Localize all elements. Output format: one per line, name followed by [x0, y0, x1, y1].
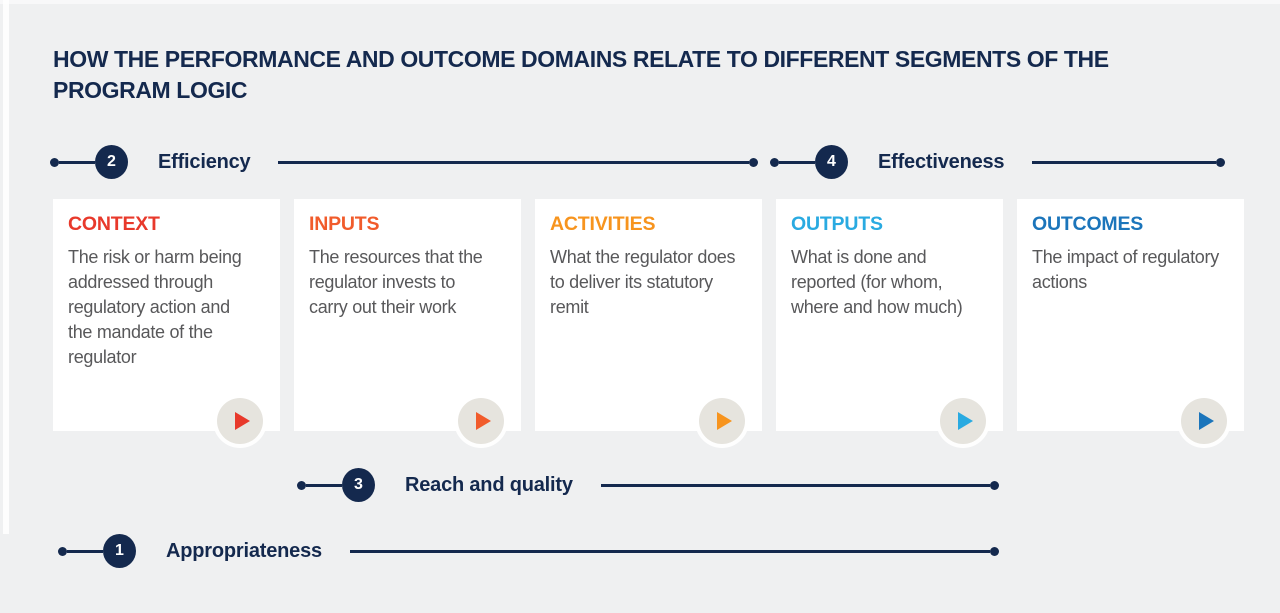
card-context: CONTEXT The risk or harm being addressed… — [53, 199, 280, 444]
play-icon — [234, 412, 250, 430]
page-edge-left — [3, 0, 9, 534]
number-badge-4: 4 — [815, 145, 848, 179]
track-label-appropriateness: Appropriateness — [166, 539, 322, 562]
play-button[interactable] — [217, 398, 263, 444]
track-start-dot — [297, 480, 306, 490]
card-body: The risk or harm being addressed through… — [68, 247, 242, 367]
number-badge-2: 2 — [95, 145, 128, 179]
card-inputs: INPUTS The resources that the regulator … — [294, 199, 521, 444]
play-icon — [1198, 412, 1214, 430]
track-end-dot — [749, 157, 758, 167]
track-reach-and-quality: 3 Reach and quality — [297, 467, 999, 503]
track-connector — [306, 483, 342, 487]
track-connector — [779, 160, 815, 164]
page-edge-top — [0, 0, 1280, 4]
track-connector — [59, 160, 95, 164]
play-button[interactable] — [1181, 398, 1227, 444]
track-line — [349, 549, 990, 553]
track-efficiency: 2 Efficiency — [50, 144, 758, 180]
track-end-dot — [990, 546, 999, 556]
track-label-effectiveness: Effectiveness — [878, 150, 1005, 173]
card-title: OUTCOMES — [1032, 213, 1144, 235]
track-label-reach-and-quality: Reach and quality — [405, 473, 573, 496]
track-effectiveness: 4 Effectiveness — [770, 144, 1225, 180]
play-icon — [957, 412, 973, 430]
card-title: OUTPUTS — [791, 213, 883, 235]
play-icon — [716, 412, 732, 430]
card-activities: ACTIVITIES What the regulator does to de… — [535, 199, 762, 444]
card-outcomes: OUTCOMES The impact of regulatory action… — [1017, 199, 1244, 444]
track-line — [1032, 160, 1216, 164]
track-start-dot — [58, 546, 67, 556]
track-connector — [67, 549, 103, 553]
page-title-line1: HOW THE PERFORMANCE AND OUTCOME DOMAINS … — [53, 46, 1109, 72]
card-title: CONTEXT — [68, 213, 160, 235]
number-badge-1: 1 — [103, 534, 136, 568]
card-title: INPUTS — [309, 213, 380, 235]
track-label-efficiency: Efficiency — [158, 150, 251, 173]
card-body: The resources that the regulator invests… — [309, 247, 483, 317]
play-button[interactable] — [699, 398, 745, 444]
page-title-line2: PROGRAM LOGIC — [53, 77, 248, 103]
track-start-dot — [50, 157, 59, 167]
card-body: What the regulator does to deliver its s… — [550, 247, 736, 317]
number-badge-3: 3 — [342, 468, 375, 502]
play-button[interactable] — [458, 398, 504, 444]
play-icon — [475, 412, 491, 430]
track-line — [600, 483, 990, 487]
play-button[interactable] — [940, 398, 986, 444]
page-title: HOW THE PERFORMANCE AND OUTCOME DOMAINS … — [53, 44, 1173, 106]
track-start-dot — [770, 157, 779, 167]
track-end-dot — [990, 480, 999, 490]
card-body: What is done and reported (for whom, whe… — [791, 247, 963, 317]
card-outputs: OUTPUTS What is done and reported (for w… — [776, 199, 1003, 444]
track-end-dot — [1216, 157, 1225, 167]
track-line — [278, 160, 749, 164]
card-body: The impact of regulatory actions — [1032, 247, 1219, 292]
program-logic-cards: CONTEXT The risk or harm being addressed… — [53, 199, 1244, 444]
track-appropriateness: 1 Appropriateness — [58, 533, 999, 569]
card-title: ACTIVITIES — [550, 213, 656, 235]
